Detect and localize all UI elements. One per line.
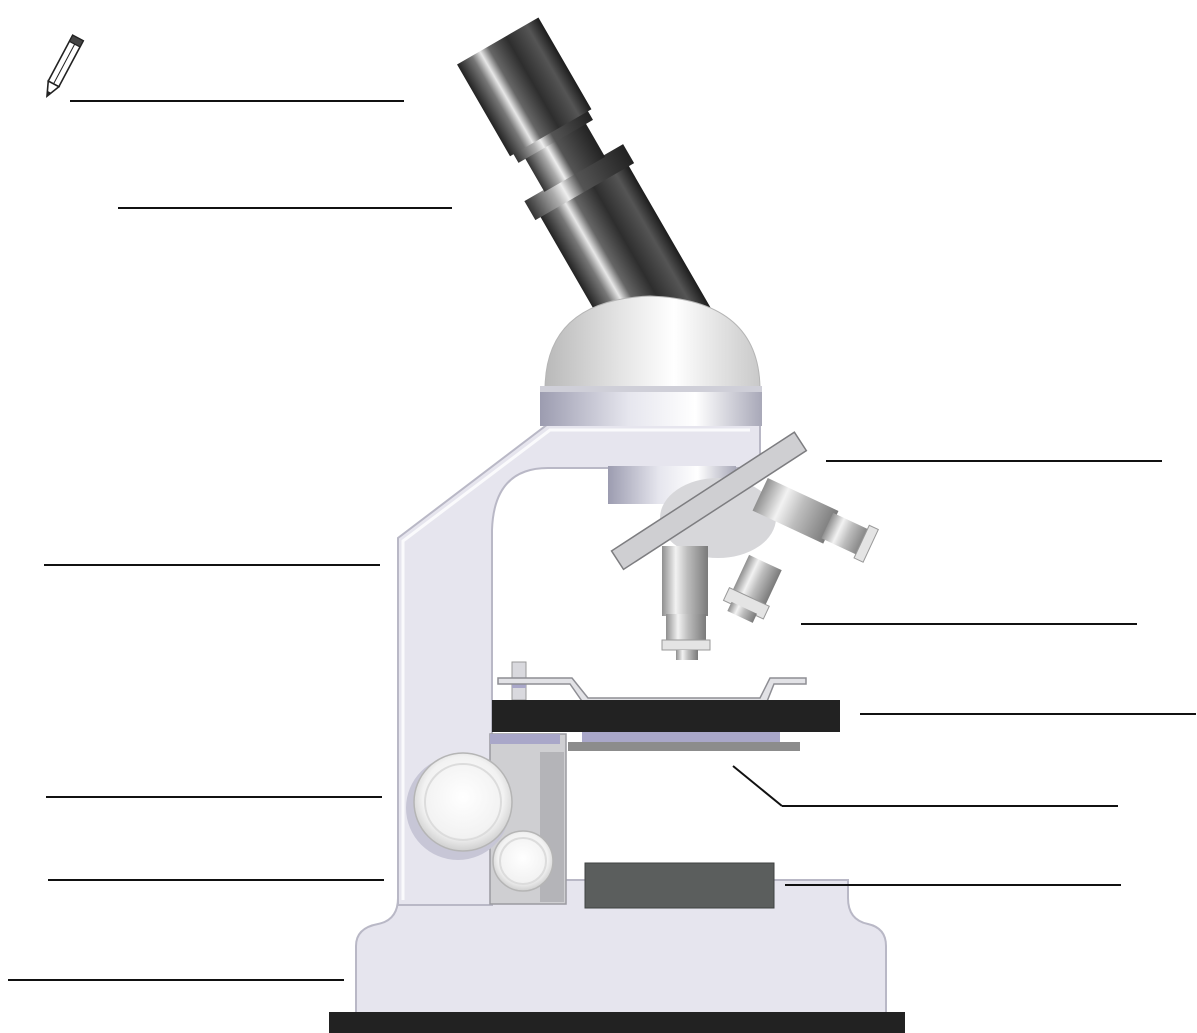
base-plate <box>329 1012 905 1033</box>
microscope-head <box>540 296 762 426</box>
light-source <box>585 863 774 908</box>
objective-lens-middle <box>720 553 785 626</box>
stage <box>492 662 840 732</box>
revolving-nosepiece <box>608 432 878 660</box>
objective-lens-front <box>662 546 710 660</box>
pencil-icon <box>42 35 84 99</box>
fine-focus-knob <box>493 831 553 891</box>
diaphragm <box>568 732 800 751</box>
answer-blank-diaphragm[interactable] <box>733 766 1118 806</box>
